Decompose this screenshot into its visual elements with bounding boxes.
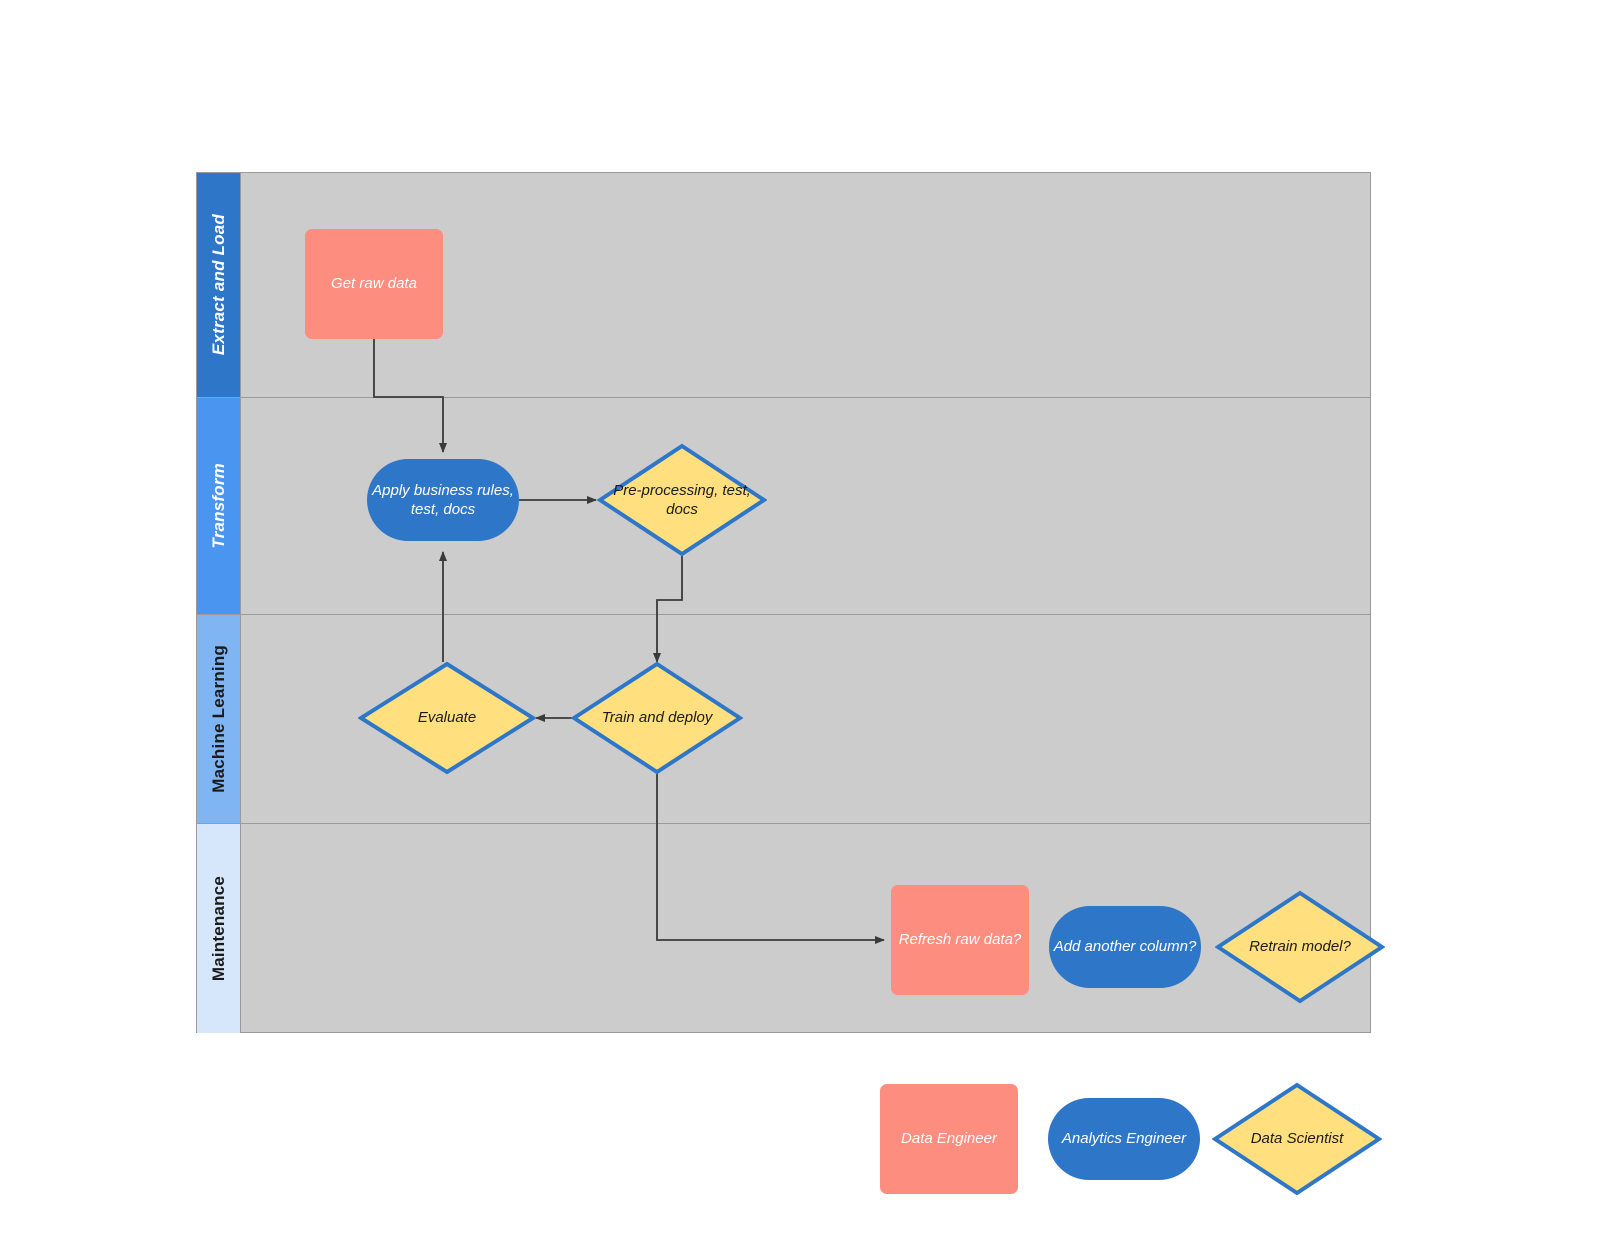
lane-header-machine-learning[interactable]: Machine Learning: [197, 615, 241, 823]
legend-label-data-scientist: Data Scientist: [1250, 1130, 1344, 1148]
diamond-shape-icon: [571, 661, 743, 775]
node-label-evaluate: Evaluate: [417, 709, 477, 727]
lane-label-maintenance: Maintenance: [208, 875, 228, 982]
legend-item-data-scientist[interactable]: Data Scientist: [1212, 1082, 1382, 1196]
lane-label-extract-and-load: Extract and Load: [208, 214, 228, 356]
lane-header-extract-and-load[interactable]: Extract and Load: [197, 173, 241, 397]
lane-maintenance: Maintenance: [197, 824, 1370, 1033]
node-apply-business-rules[interactable]: Apply business rules, test, docs: [367, 459, 519, 541]
node-label-apply-business-rules: Apply business rules, test, docs: [372, 481, 514, 518]
node-label-get-raw-data: Get raw data: [331, 275, 417, 293]
node-label-train-and-deploy: Train and deploy: [601, 709, 713, 727]
node-add-another-column[interactable]: Add another column?: [1049, 906, 1201, 988]
lane-transform: Transform: [197, 398, 1370, 615]
diamond-shape-icon: [1212, 1082, 1382, 1196]
node-label-retrain-model: Retrain model?: [1249, 938, 1351, 956]
diamond-shape-icon: [597, 443, 767, 557]
node-pre-processing[interactable]: Pre-processing, test, docs: [597, 443, 767, 557]
node-train-and-deploy[interactable]: Train and deploy: [571, 661, 743, 775]
legend-item-analytics-engineer[interactable]: Analytics Engineer: [1048, 1098, 1200, 1180]
diamond-shape-icon: [358, 661, 536, 775]
node-retrain-model[interactable]: Retrain model?: [1215, 890, 1385, 1004]
legend-label-data-engineer: Data Engineer: [901, 1130, 997, 1148]
lane-header-transform[interactable]: Transform: [197, 398, 241, 614]
lane-header-maintenance[interactable]: Maintenance: [197, 824, 241, 1033]
lane-extract-and-load: Extract and Load: [197, 173, 1370, 398]
lane-label-machine-learning: Machine Learning: [208, 645, 228, 793]
node-get-raw-data[interactable]: Get raw data: [305, 229, 443, 339]
node-refresh-raw-data[interactable]: Refresh raw data?: [891, 885, 1029, 995]
legend-label-analytics-engineer: Analytics Engineer: [1061, 1130, 1187, 1148]
node-evaluate[interactable]: Evaluate: [358, 661, 536, 775]
node-label-pre-processing: Pre-processing, test, docs: [613, 481, 751, 518]
node-label-add-another-column: Add another column?: [1053, 938, 1197, 956]
legend-item-data-engineer[interactable]: Data Engineer: [880, 1084, 1018, 1194]
diamond-shape-icon: [1215, 890, 1385, 1004]
node-label-refresh-raw-data: Refresh raw data?: [898, 931, 1022, 949]
legend: Data Engineer Analytics Engineer Data Sc…: [880, 1082, 1382, 1196]
lane-label-transform: Transform: [208, 463, 228, 549]
